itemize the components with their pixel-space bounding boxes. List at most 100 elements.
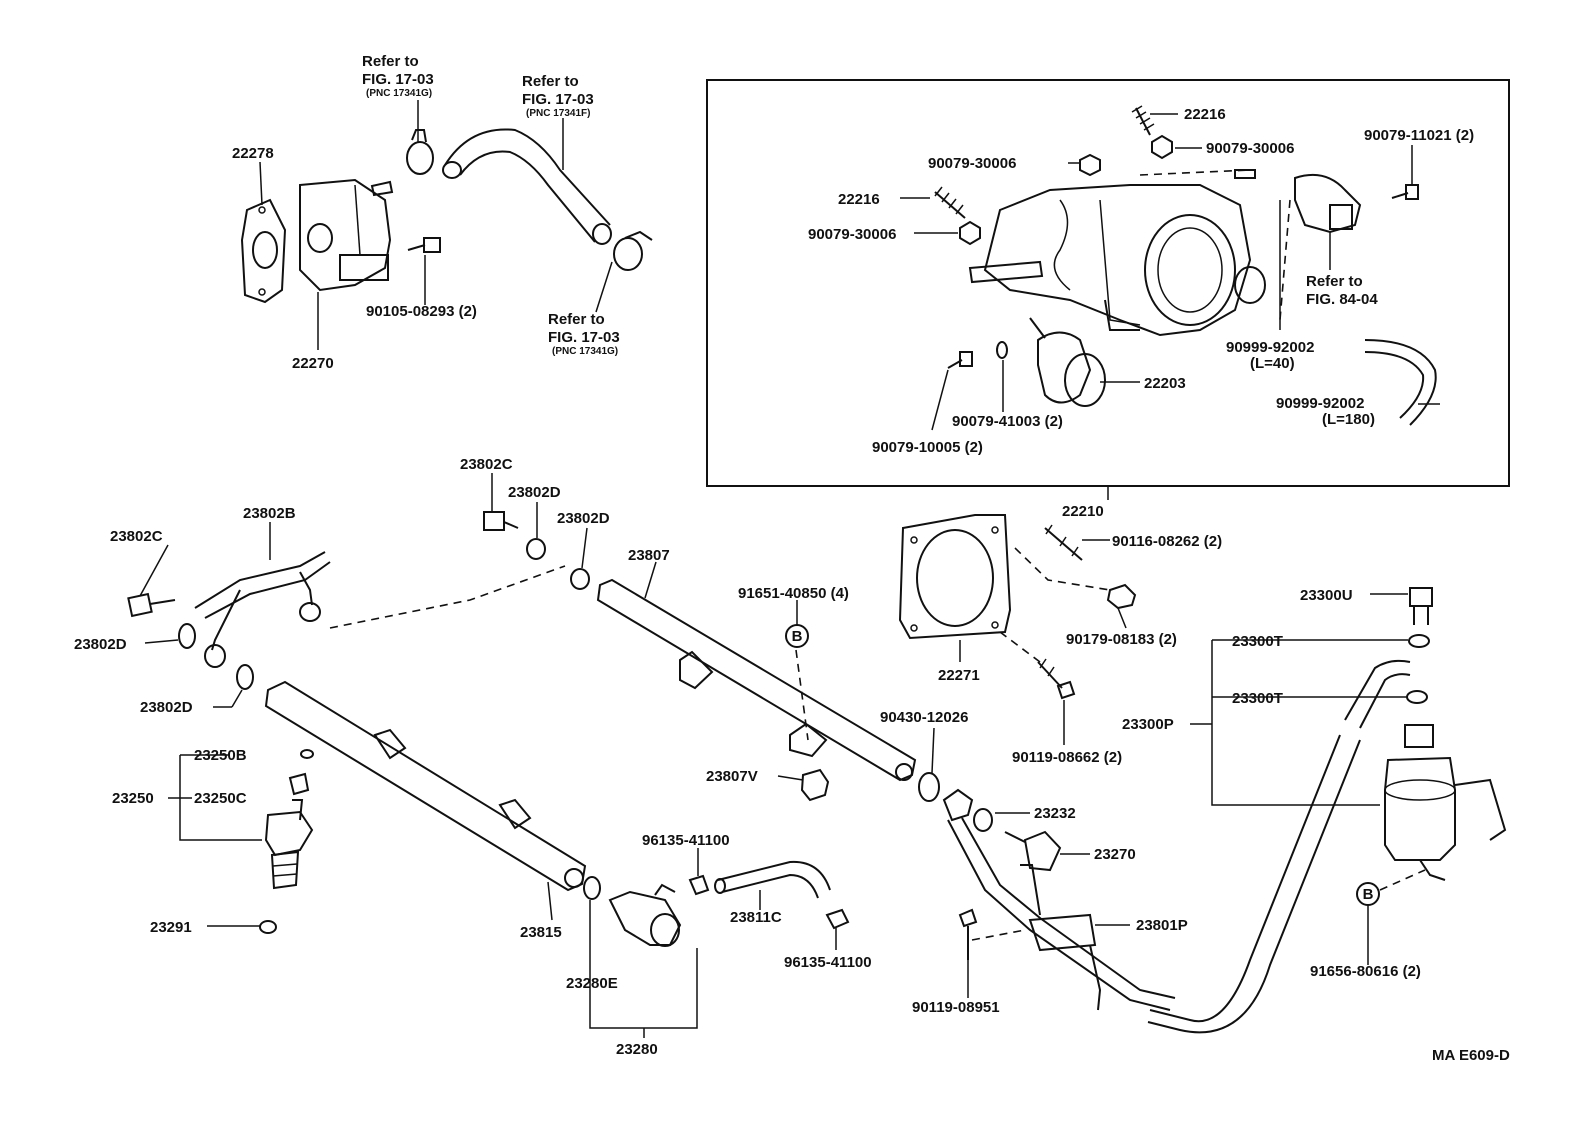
leader-dash (795, 649, 809, 741)
part-number: (L=40) (1250, 355, 1295, 372)
part-number: 23801P (1136, 917, 1188, 934)
part-number: 90119-08662 (2) (1012, 749, 1122, 766)
part-number: 23250C (194, 790, 247, 807)
part-number: (L=180) (1322, 411, 1375, 428)
fuel-pipe-23802B (194, 551, 331, 668)
throttle-body-22210 (968, 169, 1266, 337)
ref-text: FIG. 17-03 (362, 71, 434, 88)
part-number: 91656-80616 (2) (1310, 963, 1421, 980)
ref-note-3: Refer to FIG. 17-03 (PNC 17341G) (548, 311, 620, 357)
clip-41100-b (825, 908, 850, 930)
part-number: 23280E (566, 975, 618, 992)
part-number: 90116-08262 (2) (1112, 533, 1222, 550)
part-number: 23300P (1122, 716, 1174, 733)
part-number: 23802D (140, 699, 193, 716)
ref-pnc: (PNC 17341G) (552, 346, 618, 357)
part-number: 91651-40850 (4) (738, 585, 849, 602)
part-number: 96135-41100 (642, 832, 730, 849)
nut-30006-upper (1151, 134, 1173, 160)
washer-23802D-3 (526, 538, 546, 560)
part-number: 23802D (557, 510, 610, 527)
part-number: 23807 (628, 547, 670, 564)
washer-23802D-4 (570, 568, 590, 590)
hose-clamp-lower (613, 230, 653, 271)
part-number: 22216 (1184, 106, 1226, 123)
part-number: 90079-10005 (2) (872, 439, 983, 456)
delivery-pipe-23815 (264, 680, 587, 892)
part-number: 90079-41003 (2) (952, 413, 1063, 430)
part-number: 22210 (1062, 503, 1104, 520)
part-number: 23811C (730, 909, 782, 926)
part-number: 90079-30006 (928, 155, 1016, 172)
gasket-23300T-2 (1406, 690, 1428, 704)
part-number: 23802C (110, 528, 163, 545)
part-number: 23232 (1034, 805, 1076, 822)
gasket-22278 (240, 198, 287, 304)
part-number: 23300T (1232, 633, 1283, 650)
injector-23250 (264, 749, 314, 890)
part-labels: 22278 22270 90105-08293 (2) 22216 90079-… (74, 106, 1510, 1064)
leader-dash (1379, 869, 1426, 891)
part-number: 23280 (616, 1041, 658, 1058)
part-number: 22216 (838, 191, 880, 208)
part-number: 90079-11021 (2) (1364, 127, 1474, 144)
marker-b-lower: B (1356, 882, 1380, 906)
ref-text: Refer to (362, 53, 419, 70)
gasket-12026 (918, 772, 940, 802)
part-number: 90430-12026 (880, 709, 968, 726)
part-number: 90105-08293 (2) (366, 303, 477, 320)
part-number: 23807V (706, 768, 758, 785)
part-number: 23802D (508, 484, 561, 501)
part-number: 90999-92002 (1276, 395, 1364, 412)
part-number: 23802C (460, 456, 513, 473)
part-number: 23815 (520, 924, 562, 941)
part-number: 23291 (150, 919, 192, 936)
leader-dash (971, 929, 1026, 941)
isc-valve-22270 (299, 178, 394, 292)
bracket-23250 (179, 755, 262, 841)
marker-b-label: B (1363, 886, 1374, 903)
stud-08262 (1044, 524, 1083, 561)
bracket-23300 (1211, 640, 1380, 806)
bolt-90105 (407, 237, 441, 253)
leader-lines (139, 100, 1440, 998)
part-number: 22278 (232, 145, 274, 162)
diagram-id-code: MA E609-D (1432, 1047, 1510, 1064)
part-number: 23250 (112, 790, 154, 807)
part-number: 22270 (292, 355, 334, 372)
part-number: 23802D (74, 636, 127, 653)
tps-sensor (1294, 174, 1362, 234)
part-number: 90079-30006 (808, 226, 896, 243)
fuel-filter-23300P (1384, 724, 1507, 881)
screw-10005 (947, 351, 973, 369)
damper-23270 (1004, 830, 1062, 872)
ref-text: Refer to (548, 311, 605, 328)
delivery-pipe-23807 (596, 578, 917, 782)
marker-b-upper: B (785, 624, 809, 648)
leader-dash (1279, 199, 1291, 321)
ref-text: Refer to (522, 73, 579, 90)
ref-text: Refer to (1306, 273, 1363, 290)
bolt-23300U (1409, 587, 1433, 625)
clip-41100-a (688, 874, 710, 896)
bolt-08951 (958, 908, 978, 960)
washer-23802D-2 (236, 664, 254, 690)
hose-17341f (442, 128, 612, 245)
ref-pnc: (PNC 17341F) (526, 108, 590, 119)
part-number: 23802B (243, 505, 296, 522)
part-number: 23270 (1094, 846, 1136, 863)
part-number: 96135-41100 (784, 954, 872, 971)
nut-08183 (1106, 583, 1137, 610)
hose-92002-l180 (1364, 339, 1437, 426)
bolt-23802C-left (127, 592, 176, 618)
part-number: 22271 (938, 667, 980, 684)
leader-dash (999, 631, 1041, 663)
ref-pnc: (PNC 17341G) (366, 88, 432, 99)
fuel-hose-main (1147, 659, 1411, 1034)
bracket-23280 (589, 900, 698, 1029)
part-number: 23300T (1232, 690, 1283, 707)
ref-note-4: Refer to FIG. 84-04 (1306, 273, 1378, 308)
leader-dash (1139, 169, 1251, 176)
gasket-22271 (898, 514, 1012, 640)
